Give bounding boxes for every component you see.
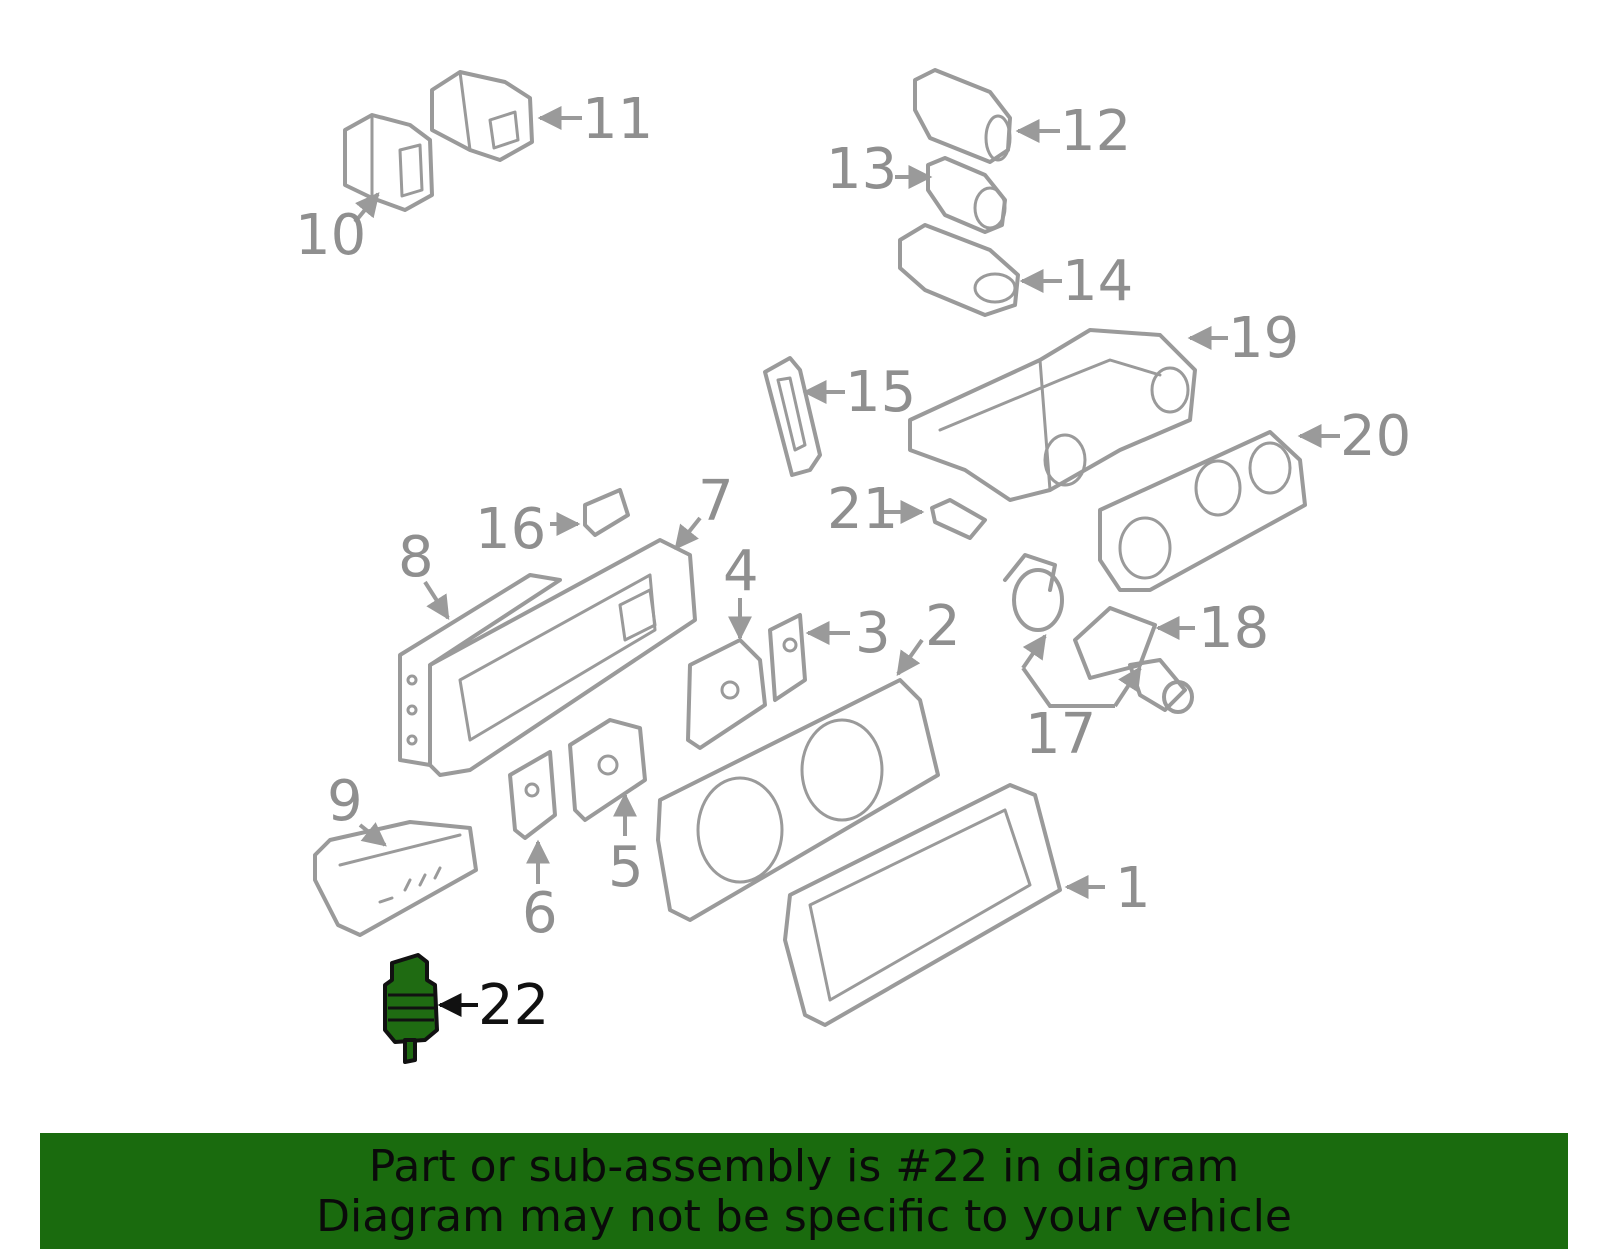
part-22-bulb-socket[interactable]	[383, 953, 439, 1064]
callout-22[interactable]: 22	[478, 973, 549, 1038]
callout-7[interactable]: 7	[698, 469, 734, 534]
callout-2[interactable]: 2	[925, 594, 961, 659]
part-19-heater-housing[interactable]	[908, 328, 1197, 502]
part-5-gauge[interactable]	[568, 718, 647, 822]
part-1-lens[interactable]	[783, 783, 1062, 1027]
part-11-switch[interactable]	[430, 70, 534, 162]
part-15-switch-panel[interactable]	[763, 356, 822, 477]
callout-12[interactable]: 12	[1060, 99, 1131, 164]
callout-9[interactable]: 9	[327, 769, 363, 834]
banner-line-2: Diagram may not be specific to your vehi…	[316, 1191, 1292, 1242]
part-10-switch[interactable]	[343, 113, 434, 212]
part-21-clip[interactable]	[930, 498, 987, 540]
part-7-circuit-housing[interactable]	[428, 538, 697, 777]
info-banner: Part or sub-assembly is #22 in diagram D…	[40, 1133, 1568, 1249]
callout-20[interactable]: 20	[1340, 404, 1411, 469]
part-9-switch-assembly[interactable]	[313, 820, 478, 937]
callout-5[interactable]: 5	[608, 835, 644, 900]
part-6-gauge[interactable]	[508, 750, 557, 840]
callout-16[interactable]: 16	[475, 497, 546, 562]
callout-3[interactable]: 3	[855, 601, 891, 666]
part-2-cluster-face[interactable]	[656, 678, 940, 922]
callout-1[interactable]: 1	[1115, 856, 1151, 921]
callout-19[interactable]: 19	[1228, 306, 1299, 371]
callout-10[interactable]: 10	[295, 203, 366, 268]
callout-21[interactable]: 21	[827, 477, 898, 542]
banner-line-1: Part or sub-assembly is #22 in diagram	[368, 1141, 1240, 1192]
callout-11[interactable]: 11	[582, 87, 653, 152]
callout-14[interactable]: 14	[1062, 249, 1133, 314]
callout-13[interactable]: 13	[826, 137, 897, 202]
part-20-bezel[interactable]	[1098, 430, 1307, 592]
callout-18[interactable]: 18	[1198, 596, 1269, 661]
callout-labels: 1 2 3 4 5 6 7 8 9 10 11 12 13 14 15 16 1…	[295, 87, 1411, 1038]
part-4-gauge[interactable]	[686, 638, 767, 750]
callout-4[interactable]: 4	[723, 539, 759, 604]
part-16-switch[interactable]	[583, 488, 630, 537]
leader-lines	[353, 106, 1340, 1017]
part-17-bulb-socket[interactable]	[1003, 553, 1194, 714]
callout-6[interactable]: 6	[522, 881, 558, 946]
part-14-switch[interactable]	[898, 223, 1020, 317]
callout-17[interactable]: 17	[1025, 702, 1096, 767]
callout-15[interactable]: 15	[845, 360, 916, 425]
part-3-gauge[interactable]	[768, 613, 807, 702]
part-12-switch[interactable]	[913, 68, 1012, 164]
callout-8[interactable]: 8	[398, 525, 434, 590]
part-13-knob[interactable]	[926, 156, 1007, 234]
part-18-cover[interactable]	[1073, 606, 1157, 680]
